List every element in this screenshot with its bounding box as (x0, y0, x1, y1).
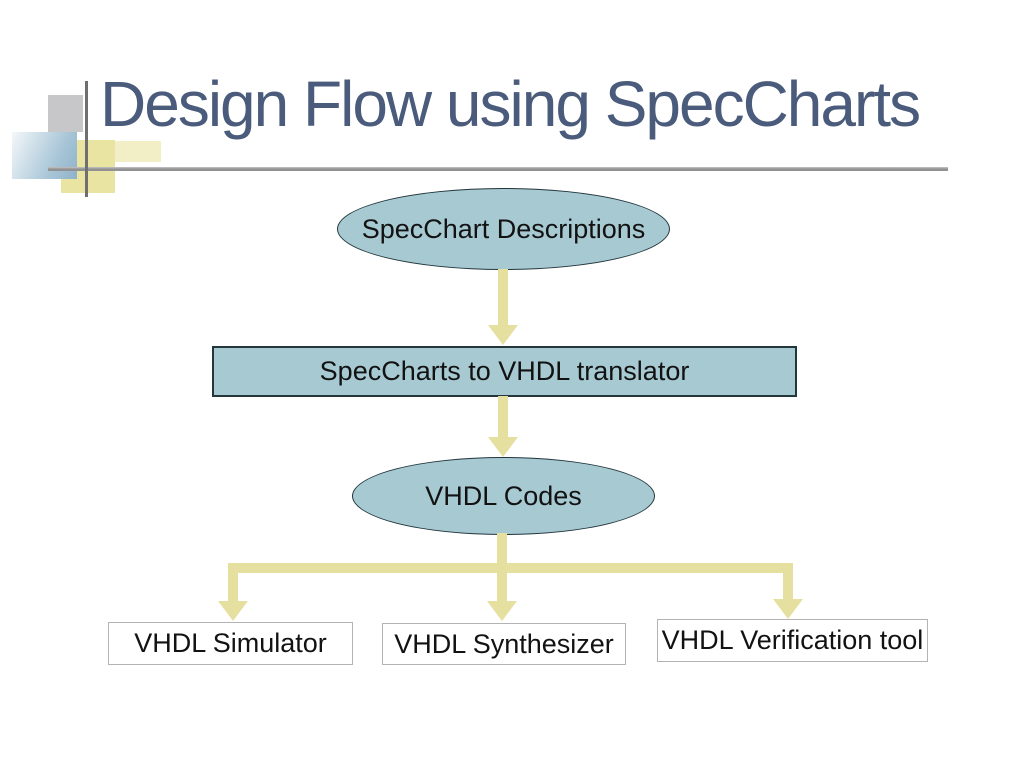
connector-branch-center (497, 573, 507, 601)
node-vhdl-verification-tool: VHDL Verification tool (657, 619, 928, 662)
node-label: VHDL Codes (425, 480, 582, 511)
arrowhead-down-icon (488, 437, 518, 457)
decoration-vertical-line (85, 81, 88, 197)
connector-branch-bar (228, 563, 793, 573)
decoration-gray-square (48, 95, 83, 132)
node-label: SpecChart Descriptions (361, 213, 646, 244)
connector-branch-right (783, 573, 793, 599)
node-vhdl-codes: VHDL Codes (352, 457, 655, 535)
node-vhdl-synthesizer: VHDL Synthesizer (382, 623, 626, 665)
arrowhead-down-icon (487, 601, 517, 621)
node-vhdl-translator: SpecCharts to VHDL translator (212, 346, 797, 397)
arrowhead-down-icon (773, 599, 803, 619)
arrowhead-down-icon (218, 601, 248, 621)
arrowhead-down-icon (488, 325, 518, 345)
node-vhdl-simulator: VHDL Simulator (108, 622, 353, 665)
node-label: VHDL Verification tool (661, 625, 924, 655)
node-speccchart-descriptions: SpecChart Descriptions (337, 188, 670, 270)
decoration-blue-gradient-square (12, 132, 77, 179)
page-title: Design Flow using SpecCharts (100, 68, 921, 140)
node-label: VHDL Simulator (134, 628, 327, 658)
title-divider-line (48, 167, 948, 171)
connector-codes-stem (497, 533, 507, 563)
node-label: SpecCharts to VHDL translator (319, 356, 690, 386)
connector-translator-to-codes (498, 396, 508, 437)
connector-branch-left (228, 573, 238, 601)
connector-descriptions-to-translator (498, 269, 508, 325)
node-label: VHDL Synthesizer (394, 628, 614, 659)
